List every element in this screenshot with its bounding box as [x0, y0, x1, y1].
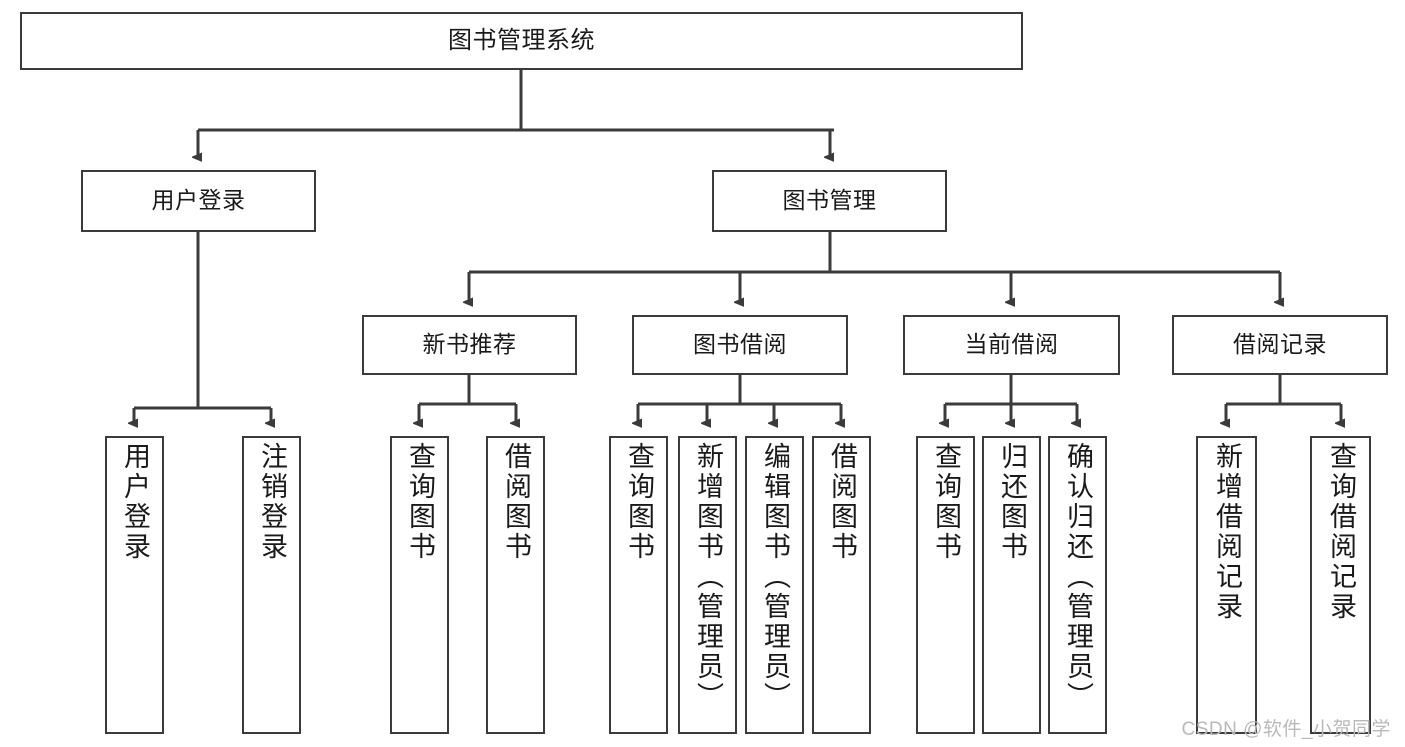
leaf-current-borrow-return[interactable]: 归还图书 [982, 436, 1041, 734]
node-label: 借阅记录 [1233, 331, 1327, 358]
node-label: 图书借阅 [693, 331, 787, 358]
node-label: 借阅图书 [827, 442, 857, 562]
leaf-book-borrow-edit[interactable]: 编辑图书（管理员） [745, 436, 804, 734]
leaf-new-book-query[interactable]: 查询图书 [390, 436, 449, 734]
node-label: 图书管理 [782, 187, 877, 214]
node-borrow-record[interactable]: 借阅记录 [1172, 315, 1388, 375]
leaf-borrow-record-add[interactable]: 新增借阅记录 [1196, 436, 1257, 734]
node-label: 当前借阅 [964, 331, 1059, 358]
csdn-watermark: CSDN @软件_小贺同学 [1181, 719, 1391, 740]
node-book-borrow[interactable]: 图书借阅 [632, 315, 848, 375]
node-root-book-management-system[interactable]: 图书管理系统 [20, 12, 1023, 70]
leaf-current-borrow-confirm-return[interactable]: 确认归还（管理员） [1048, 436, 1107, 734]
node-new-book-recommend[interactable]: 新书推荐 [362, 315, 577, 375]
node-label: 新书推荐 [422, 331, 517, 358]
node-label: 查询图书 [931, 442, 961, 562]
node-label: 归还图书 [997, 442, 1027, 562]
node-label: 查询图书 [624, 442, 654, 562]
leaf-user-login-logout[interactable]: 注销登录 [242, 436, 301, 734]
leaf-book-borrow-query[interactable]: 查询图书 [609, 436, 668, 734]
node-label: 注销登录 [257, 442, 287, 562]
node-label: 确认归还（管理员） [1063, 442, 1093, 712]
leaf-borrow-record-query[interactable]: 查询借阅记录 [1310, 436, 1371, 734]
node-user-login[interactable]: 用户登录 [81, 170, 316, 232]
leaf-book-borrow-add[interactable]: 新增图书（管理员） [678, 436, 737, 734]
node-label: 新增借阅记录 [1212, 442, 1242, 622]
node-label: 查询借阅记录 [1326, 442, 1356, 622]
node-label: 借阅图书 [501, 442, 531, 562]
leaf-current-borrow-query[interactable]: 查询图书 [916, 436, 975, 734]
node-label: 编辑图书（管理员） [760, 442, 790, 712]
leaf-user-login-login[interactable]: 用户登录 [105, 436, 164, 734]
leaf-new-book-borrow[interactable]: 借阅图书 [486, 436, 545, 734]
node-book-management[interactable]: 图书管理 [712, 170, 947, 232]
node-current-borrow[interactable]: 当前借阅 [903, 315, 1120, 375]
node-label: 新增图书（管理员） [693, 442, 723, 712]
node-label: 查询图书 [405, 442, 435, 562]
node-label: 用户登录 [151, 187, 246, 214]
leaf-book-borrow-borrow[interactable]: 借阅图书 [812, 436, 871, 734]
node-label: 图书管理系统 [448, 26, 595, 54]
node-label: 用户登录 [120, 442, 150, 562]
